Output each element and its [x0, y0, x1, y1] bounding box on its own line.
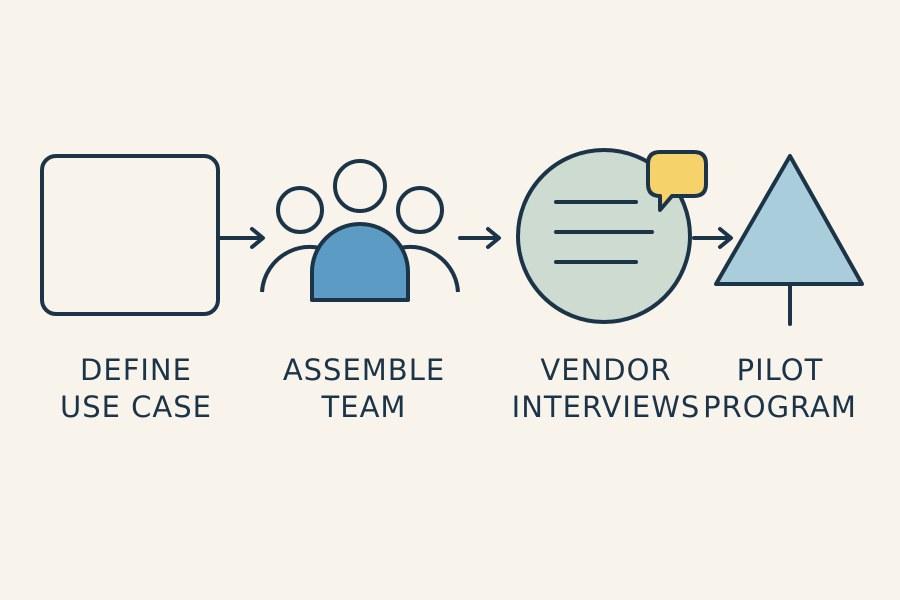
team-icon — [260, 159, 460, 302]
arrow-icon — [458, 227, 501, 249]
step-label-vendor-interviews: VENDOR INTERVIEWS — [486, 352, 726, 426]
speech-bubble-icon — [646, 150, 708, 212]
pilot-program-icon — [714, 154, 864, 326]
step-label-line1: PILOT — [736, 353, 824, 387]
step-label-line2: PROGRAM — [703, 390, 857, 424]
step-label-define-use-case: DEFINE USE CASE — [16, 352, 256, 426]
step-label-line2: TEAM — [321, 390, 407, 424]
step-label-line1: VENDOR — [540, 353, 672, 387]
step-label-line2: USE CASE — [60, 390, 212, 424]
define-use-case-icon — [40, 154, 220, 316]
step-label-line1: ASSEMBLE — [282, 353, 446, 387]
chat-circle-icon — [516, 148, 708, 324]
step-label-assemble-team: ASSEMBLE TEAM — [244, 352, 484, 426]
arrow-icon — [218, 227, 265, 249]
arrow-icon — [692, 227, 733, 249]
step-label-line1: DEFINE — [80, 353, 192, 387]
step-label-line2: INTERVIEWS — [511, 390, 701, 424]
step-label-pilot-program: PILOT PROGRAM — [660, 352, 900, 426]
